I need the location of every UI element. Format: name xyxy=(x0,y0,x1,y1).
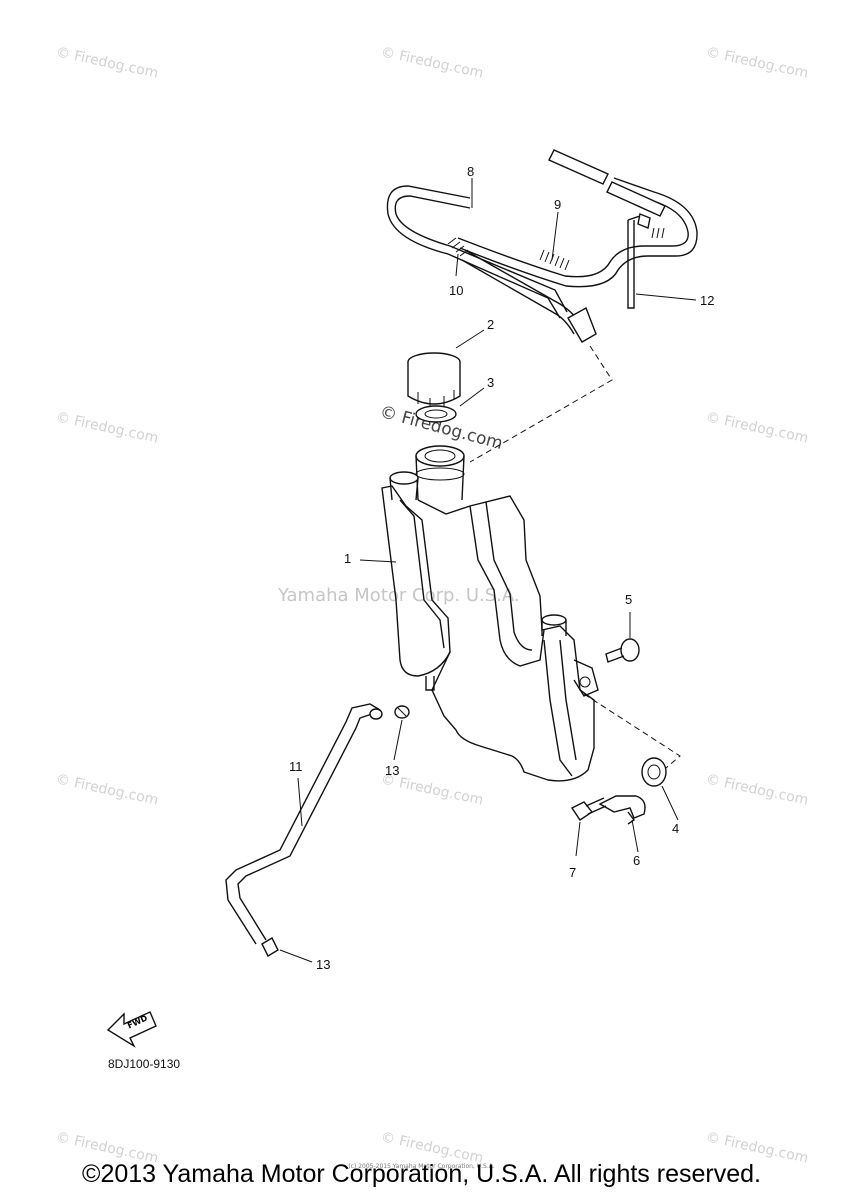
clip-13-lower xyxy=(261,937,279,957)
spring-10 xyxy=(447,237,469,257)
callout-8: 8 xyxy=(467,164,475,179)
callout-9: 9 xyxy=(554,197,562,212)
hose-8 xyxy=(386,185,568,319)
callout-5: 5 xyxy=(625,592,633,607)
bracket-12 xyxy=(627,213,651,309)
grommet-4 xyxy=(641,757,667,787)
hose-11 xyxy=(225,703,383,945)
callout-11: 11 xyxy=(289,759,303,774)
clamp-6 xyxy=(598,795,646,825)
fine-print: (c) 2005-2015 Yamaha Motor Corporation, … xyxy=(348,1163,495,1170)
cap-2 xyxy=(407,352,461,410)
bolt-5 xyxy=(605,638,640,663)
callout-12: 12 xyxy=(700,293,715,308)
callout-7: 7 xyxy=(569,865,577,880)
callout-6: 6 xyxy=(633,853,641,868)
hose-10 xyxy=(461,249,597,343)
hose-top-short xyxy=(548,149,666,217)
watermark-center: Yamaha Motor Corp. U.S.A. xyxy=(278,585,520,606)
tank-1 xyxy=(381,445,599,782)
washer-3 xyxy=(415,405,457,423)
callout-13-upper: 13 xyxy=(385,763,400,778)
callout-4: 4 xyxy=(672,821,680,836)
callout-1: 1 xyxy=(344,551,352,566)
leader-lines xyxy=(279,178,697,963)
hose-9 xyxy=(457,177,698,288)
copyright-footer: ©2013 Yamaha Motor Corporation, U.S.A. A… xyxy=(82,1160,761,1188)
diagram-code: 8DJ100-9130 xyxy=(108,1057,181,1071)
clip-13-upper xyxy=(394,705,410,719)
callout-3: 3 xyxy=(487,375,495,390)
callout-13-lower: 13 xyxy=(316,957,331,972)
callout-10: 10 xyxy=(449,283,464,298)
callout-2: 2 xyxy=(487,317,495,332)
fwd-arrow: FWD xyxy=(106,1011,157,1048)
bolt-7 xyxy=(570,797,607,821)
